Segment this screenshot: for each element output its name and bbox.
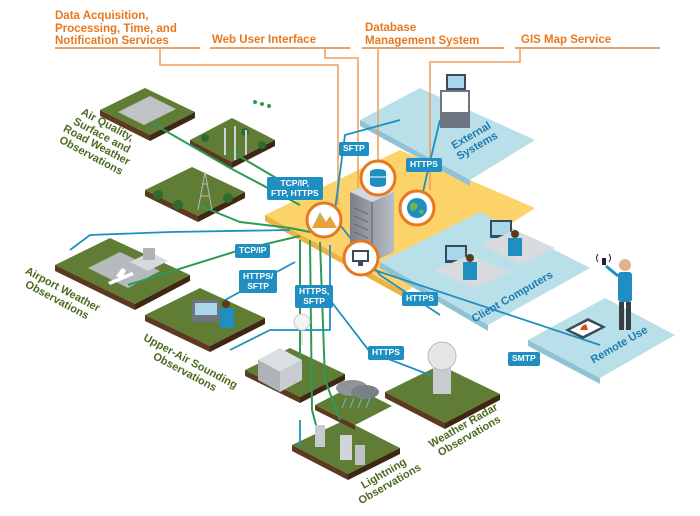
header-data-acquisition-line2: Processing, Time, and [55, 22, 177, 35]
surface-sensors [224, 126, 247, 160]
tile-road-weather [100, 88, 195, 141]
protocol-https-lower: HTTPS [368, 346, 404, 360]
header-data-acquisition-line3: Notification Services [55, 35, 169, 47]
airplane-icon [108, 268, 134, 285]
weather-balloon [293, 313, 311, 345]
protocol-tcpip-ftp-line1: TCP/IP, [280, 178, 310, 188]
protocol-sftp: SFTP [339, 142, 369, 156]
protocol-https-sftp-mid-line1: HTTPS, [299, 286, 330, 296]
external-workstation [440, 74, 470, 128]
airport-terminal [130, 248, 168, 271]
core-platform [265, 150, 535, 292]
header-underline-2 [210, 47, 350, 49]
header-underline-1 [55, 47, 200, 49]
sounding-hut [258, 348, 302, 392]
protocol-https-top: HTTPS [406, 158, 442, 172]
alert-phone-icon [565, 318, 606, 339]
database-icon [359, 159, 397, 197]
tile-lightning-sky [315, 386, 392, 430]
protocol-tcpip-ftp-line2: FTP, HTTPS [271, 187, 319, 198]
header-database-line2: Management System [365, 34, 480, 47]
external-systems-panel [360, 88, 535, 186]
header-web-ui: Web User Interface [212, 34, 316, 46]
protocol-https-client: HTTPS [402, 292, 438, 306]
protocol-https-sftp-mid: HTTPS, SFTP [295, 285, 334, 308]
mountain-map-icon [305, 201, 343, 239]
lightning-sensors [315, 425, 365, 465]
core-platform-edge [265, 215, 405, 298]
header-data-acquisition-line1: Data Acquisition, [55, 10, 149, 22]
header-database: Database Management System [365, 22, 479, 47]
remote-use-panel [528, 298, 675, 384]
header-leaders [159, 48, 521, 210]
upper-air-station [192, 300, 234, 328]
globe-icon [398, 189, 436, 227]
header-database-line1: Database [365, 22, 417, 34]
header-data-acquisition: Data Acquisition, Processing, Time, and … [55, 10, 177, 48]
protocol-smtp: SMTP [508, 352, 540, 366]
radar-dome [427, 341, 457, 394]
protocol-https-sftp-left: HTTPS/ SFTP [239, 270, 278, 293]
storm-cloud-icon [336, 380, 379, 409]
protocol-https-sftp-left-line1: HTTPS/ [243, 271, 274, 281]
protocol-https-sftp-left-line2: SFTP [247, 280, 269, 291]
remote-user [596, 253, 632, 330]
header-underline-4 [515, 47, 660, 49]
protocol-https-sftp-mid-line2: SFTP [303, 295, 325, 306]
continuation-dots [253, 100, 271, 108]
protocol-tcpip: TCP/IP [235, 244, 271, 258]
header-underline-3 [362, 47, 504, 49]
protocol-tcpip-ftp-https: TCP/IP, FTP, HTTPS [267, 177, 323, 200]
client-workstations [435, 220, 555, 288]
weather-tower [197, 171, 213, 211]
monitor-icon [342, 239, 380, 277]
header-gis: GIS Map Service [521, 34, 612, 46]
